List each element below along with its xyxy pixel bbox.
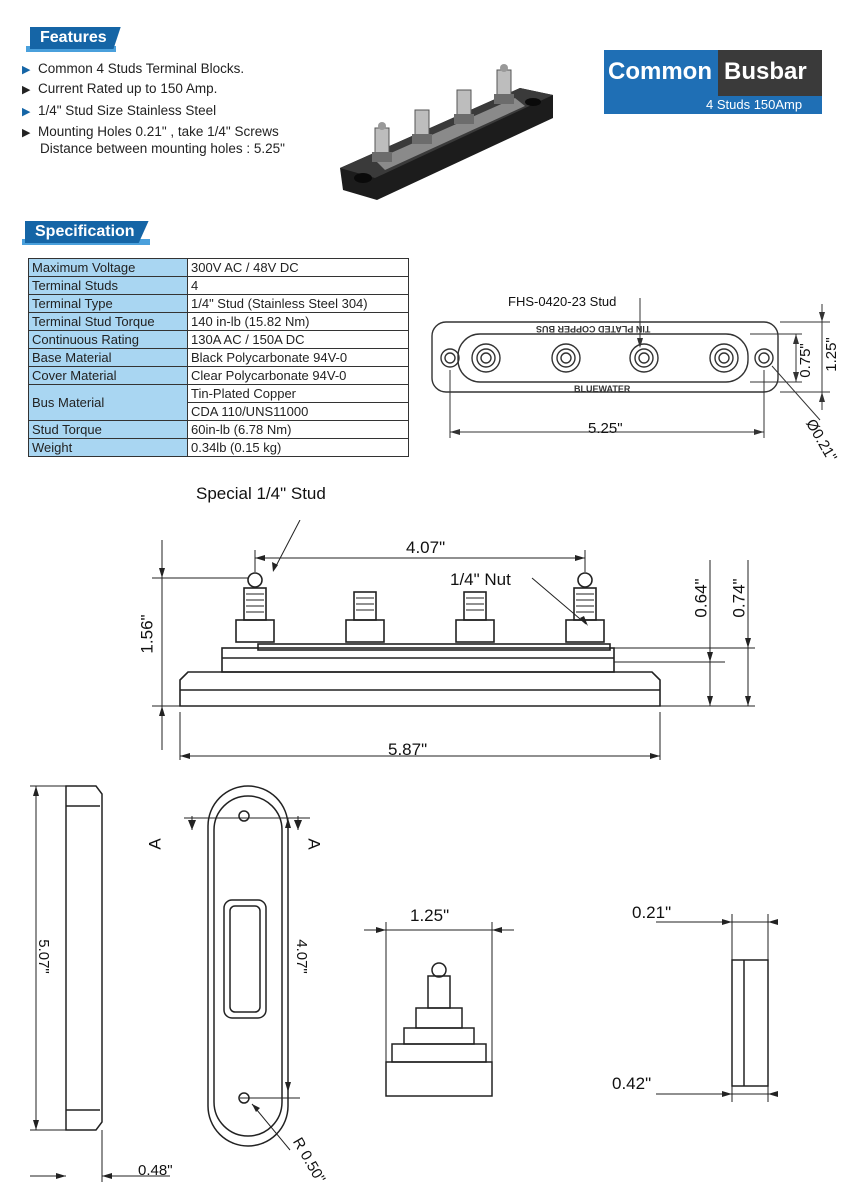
dim-0-21: 0.21"	[632, 903, 672, 922]
badge-busbar-box	[718, 50, 822, 96]
dim-0-48: 0.48"	[138, 1162, 173, 1179]
spec-value: Tin-Plated Copper	[187, 384, 409, 403]
dim-end-1-25: 1.25"	[410, 906, 450, 925]
fhs-stud-label: FHS-0420-23 Stud	[508, 294, 617, 309]
spec-key: Maximum Voltage	[28, 258, 188, 277]
bus-label-text: TIN PLATED COPPER BUS	[536, 324, 651, 334]
feature-item-2: ▶Current Rated up to 150 Amp.	[22, 80, 217, 99]
table-row: CDA 110/UNS11000	[29, 402, 409, 421]
spec-value: 1/4" Stud (Stainless Steel 304)	[187, 294, 409, 313]
feature-item-1: ▶Common 4 Studs Terminal Blocks.	[22, 60, 244, 79]
dim-4-07: 4.07"	[406, 538, 446, 557]
busbar-product-image	[340, 64, 553, 200]
features-tag-underline	[26, 46, 116, 52]
spec-key: Terminal Studs	[28, 276, 188, 295]
features-title: Features	[30, 27, 121, 49]
spec-key: Stud Torque	[28, 420, 188, 439]
spec-value: Clear Polycarbonate 94V-0	[187, 366, 409, 385]
special-stud-label: Special 1/4" Stud	[196, 484, 326, 503]
spec-key: Continuous Rating	[28, 330, 188, 349]
dim-5-87: 5.87"	[388, 740, 428, 759]
spec-key: Terminal Type	[28, 294, 188, 313]
spec-key: Bus Material	[28, 384, 188, 421]
dim-0-74: 0.74"	[729, 578, 749, 618]
dim-5-07: 5.07"	[34, 939, 52, 974]
spec-key: Base Material	[28, 348, 188, 367]
spec-key: Weight	[28, 438, 188, 457]
spec-value: CDA 110/UNS11000	[187, 402, 409, 421]
badge-subtitle: 4 Studs 150Amp	[706, 97, 803, 112]
spec-value: 4	[187, 276, 409, 295]
nut-label: 1/4" Nut	[450, 570, 511, 589]
triangle-bullet-icon: ▶	[22, 64, 31, 76]
dim-cover-4-07: 4.07"	[292, 939, 310, 974]
dim-0-64: 0.64"	[691, 578, 711, 618]
dim-1-56: 1.56"	[137, 614, 157, 654]
brand-label: BLUEWATER	[574, 384, 631, 394]
top-view-drawing	[431, 298, 830, 438]
badge-subtitle-bar	[604, 96, 822, 114]
dim-0-42: 0.42"	[612, 1074, 652, 1093]
spec-value: 130A AC / 150A DC	[187, 330, 409, 349]
feature-item-4: ▶Mounting Holes 0.21" , take 1/4" Screws	[22, 123, 279, 142]
spec-value: Black Polycarbonate 94V-0	[187, 348, 409, 367]
spec-key: Cover Material	[28, 366, 188, 385]
dim-1-25: 1.25"	[822, 337, 840, 372]
spec-title: Specification	[25, 221, 149, 243]
badge-word-busbar: Busbar	[724, 58, 807, 85]
triangle-bullet-icon: ▶	[22, 106, 31, 118]
section-label-right: A	[304, 838, 324, 850]
spec-value: 0.34lb (0.15 kg)	[187, 438, 409, 457]
spec-value: 140 in-lb (15.82 Nm)	[187, 312, 409, 331]
feature-item-4-extra: Distance between mounting holes : 5.25"	[40, 141, 285, 156]
spec-key: Terminal Stud Torque	[28, 312, 188, 331]
triangle-bullet-icon: ▶	[22, 84, 31, 96]
badge-word-common: Common	[608, 58, 712, 85]
triangle-bullet-icon: ▶	[22, 127, 31, 139]
spec-value: 300V AC / 48V DC	[187, 258, 409, 277]
dim-5-25: 5.25"	[588, 420, 623, 437]
section-label-left: A	[145, 838, 165, 850]
dim-0-75: 0.75"	[796, 343, 814, 378]
feature-item-3: ▶1/4" Stud Size Stainless Steel	[22, 102, 216, 121]
bottom-views-drawing	[30, 785, 778, 1182]
spec-value: 60in-lb (6.78 Nm)	[187, 420, 409, 439]
side-view-drawing	[152, 520, 755, 760]
